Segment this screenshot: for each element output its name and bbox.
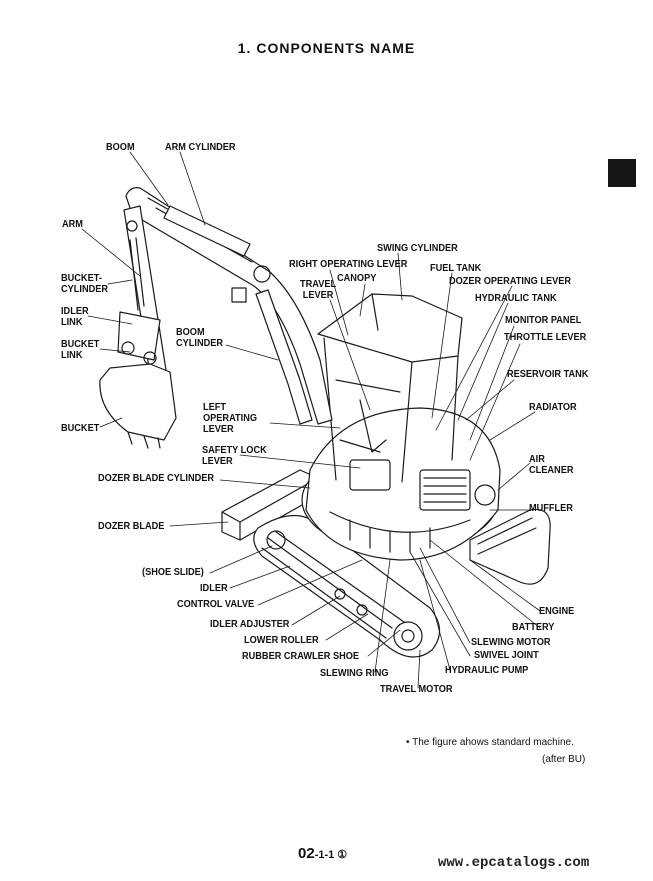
- label-monitor-panel: MONITOR PANEL: [505, 315, 582, 326]
- label-air-cleaner: AIR CLEANER: [529, 454, 574, 476]
- section-tab-marker: [608, 159, 636, 187]
- label-throttle-lever: THROTTLE LEVER: [504, 332, 587, 343]
- label-hydraulic-tank: HYDRAULIC TANK: [475, 293, 557, 304]
- page-title: 1. CONPONENTS NAME: [237, 40, 416, 56]
- label-bucket-cylinder: BUCKET- CYLINDER: [61, 273, 109, 295]
- figure-note: • The figure ahows standard machine.: [406, 737, 574, 748]
- label-reservoir-tank: RESERVOIR TANK: [507, 369, 589, 380]
- watermark-url: www.epcatalogs.com: [438, 855, 590, 871]
- label-travel-lever: TRAVEL LEVER: [300, 279, 337, 301]
- label-control-valve: CONTROL VALVE: [177, 599, 255, 610]
- leader-lines: [81, 151, 541, 689]
- arm-cylinder-drawing: [163, 205, 251, 257]
- label-shoe-slide: (SHOE SLIDE): [142, 567, 204, 578]
- page-number-main: 02: [298, 845, 315, 862]
- figure-note-source: (after BU): [542, 754, 586, 765]
- label-arm: ARM: [62, 219, 83, 230]
- label-idler-link: IDLER LINK: [61, 306, 89, 328]
- upper-structure-drawing: [301, 407, 501, 561]
- label-dozer-operating-lever: DOZER OPERATING LEVER: [449, 276, 572, 287]
- label-safety-lock-lever: SAFETY LOCK LEVER: [202, 445, 267, 467]
- label-boom: BOOM: [106, 142, 135, 153]
- label-swivel-joint: SWIVEL JOINT: [474, 650, 539, 661]
- label-muffler: MUFFLER: [529, 503, 573, 514]
- label-engine: ENGINE: [539, 606, 575, 617]
- bucket-drawing: [99, 363, 177, 449]
- label-swing-cylinder: SWING CYLINDER: [377, 243, 458, 254]
- boom-cylinder-drawing: [231, 287, 313, 425]
- bucket-link-drawing: [117, 311, 161, 365]
- label-fuel-tank: FUEL TANK: [430, 263, 482, 274]
- label-radiator: RADIATOR: [529, 402, 577, 413]
- label-slewing-motor: SLEWING MOTOR: [471, 637, 551, 648]
- label-bucket-link: BUCKET LINK: [61, 339, 100, 361]
- label-slewing-ring: SLEWING RING: [320, 668, 389, 679]
- label-right-operating-lever: RIGHT OPERATING LEVER: [289, 259, 408, 270]
- label-arm-cylinder: ARM CYLINDER: [165, 142, 236, 153]
- rear-crawler-drawing: [469, 508, 551, 585]
- label-dozer-blade-cylinder: DOZER BLADE CYLINDER: [98, 473, 215, 484]
- front-crawler-drawing: [253, 514, 441, 658]
- label-left-operating-lever: LEFT OPERATING LEVER: [203, 402, 258, 435]
- label-dozer-blade: DOZER BLADE: [98, 521, 165, 532]
- label-bucket: BUCKET: [61, 423, 100, 434]
- label-lower-roller: LOWER ROLLER: [244, 635, 319, 646]
- page-number: 02-1-1 ①: [298, 845, 347, 862]
- label-battery: BATTERY: [512, 622, 555, 633]
- label-boom-cylinder: BOOM CYLINDER: [176, 327, 224, 349]
- label-idler: IDLER: [200, 583, 228, 594]
- label-idler-adjuster: IDLER ADJUSTER: [210, 619, 290, 630]
- label-travel-motor: TRAVEL MOTOR: [380, 684, 453, 695]
- label-rubber-crawler-shoe: RUBBER CRAWLER SHOE: [242, 651, 360, 662]
- label-hydraulic-pump: HYDRAULIC PUMP: [445, 665, 529, 676]
- label-canopy: CANOPY: [337, 273, 377, 284]
- page-number-sub: -1-1 ①: [314, 849, 348, 861]
